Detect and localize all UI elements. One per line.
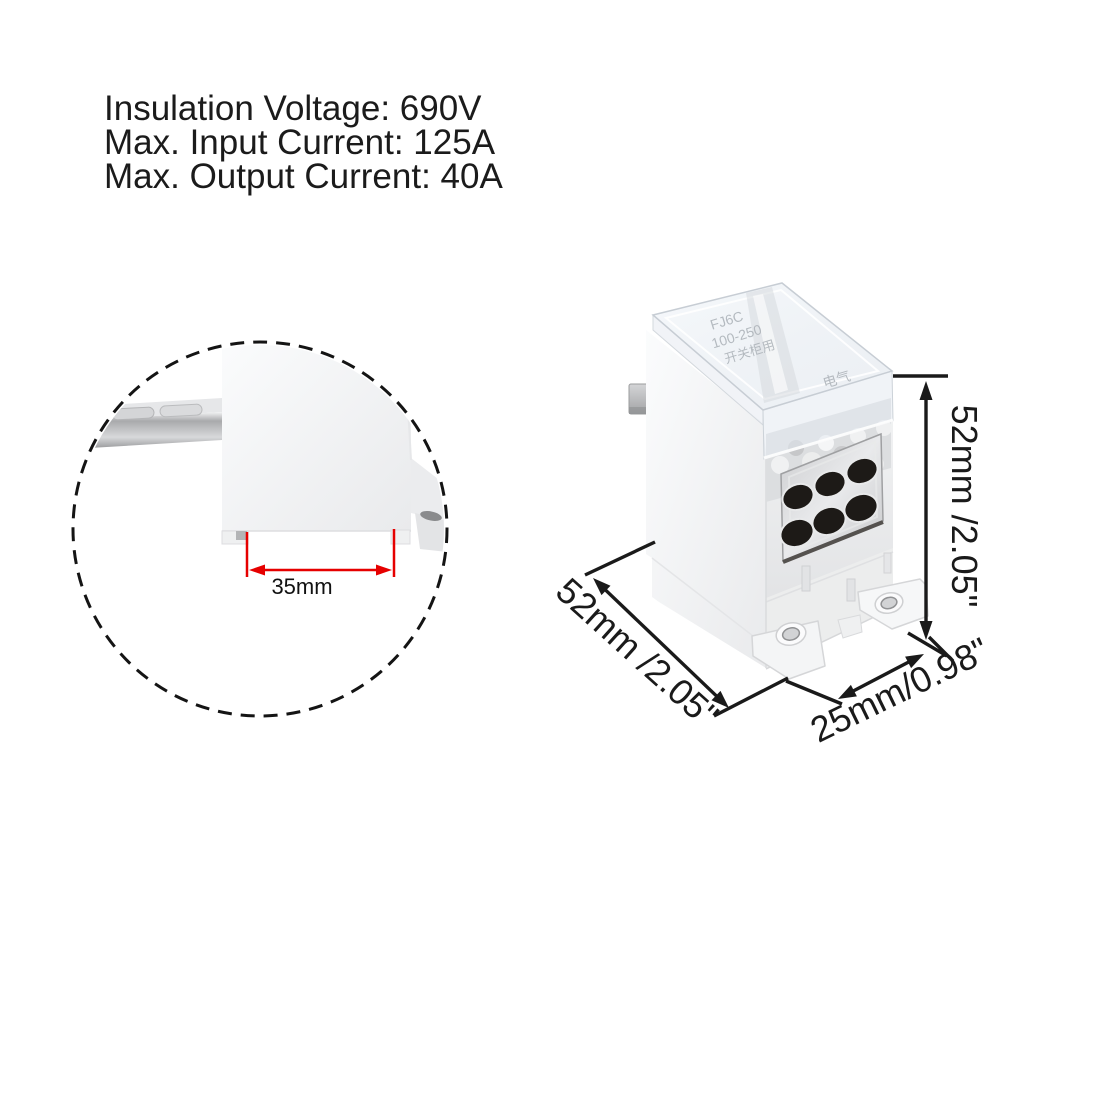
flange-hole [781, 627, 801, 641]
base-grooves [801, 552, 892, 602]
plate-bottom-frame [782, 520, 884, 564]
rail-width-dimension [245, 529, 396, 577]
terminal-hole [813, 469, 847, 499]
terminal-plate [779, 432, 884, 564]
body-left-face [646, 330, 766, 668]
spec-insulation-voltage: Insulation Voltage: 690V [104, 89, 482, 128]
base-ledge-line [765, 551, 894, 603]
spec-max-output-current: Max. Output Current: 40A [104, 157, 503, 196]
transparent-cover: FJ6C 100-250 开关柜用 电气 [651, 282, 894, 460]
terminal-hole [845, 456, 879, 486]
terminal-holes [779, 456, 879, 549]
din-rail-slots [111, 403, 203, 421]
terminal-hole [843, 492, 879, 524]
din-rail-front-face [90, 412, 222, 448]
detail-flange-fragment [403, 345, 444, 552]
detail-body-side [222, 345, 411, 531]
base-ledge-line-left [651, 557, 767, 647]
terminal-hole [781, 482, 815, 512]
mounting-flange-left [751, 620, 826, 680]
center-tab [837, 614, 863, 639]
din-rail-stub-shadow [629, 407, 651, 414]
terminal-block-product: FJ6C 100-250 开关柜用 电气 [628, 282, 929, 680]
rail-width-dimension-label: 35mm [271, 574, 332, 599]
cover-edge-text: 电气 [821, 367, 852, 390]
flange-hole [880, 596, 898, 610]
rail-clip-metal [236, 531, 247, 540]
mounting-flange-right [857, 578, 929, 630]
depth-dimension [584, 540, 789, 718]
cover-highlight [753, 294, 788, 394]
detail-circle-outline [71, 340, 449, 718]
height-dimension-label: 52mm /2.05" [944, 405, 985, 608]
width-dimension-label: 25mm/0.98" [804, 629, 995, 750]
spec-text-block: Insulation Voltage: 690V Max. Input Curr… [104, 89, 604, 196]
rail-clip-foot-right [390, 529, 411, 545]
spec-max-input-current: Max. Input Current: 125A [104, 123, 496, 162]
detail-circle-view: 35mm [71, 340, 449, 718]
height-dimension [893, 374, 948, 658]
width-dimension [785, 635, 955, 706]
